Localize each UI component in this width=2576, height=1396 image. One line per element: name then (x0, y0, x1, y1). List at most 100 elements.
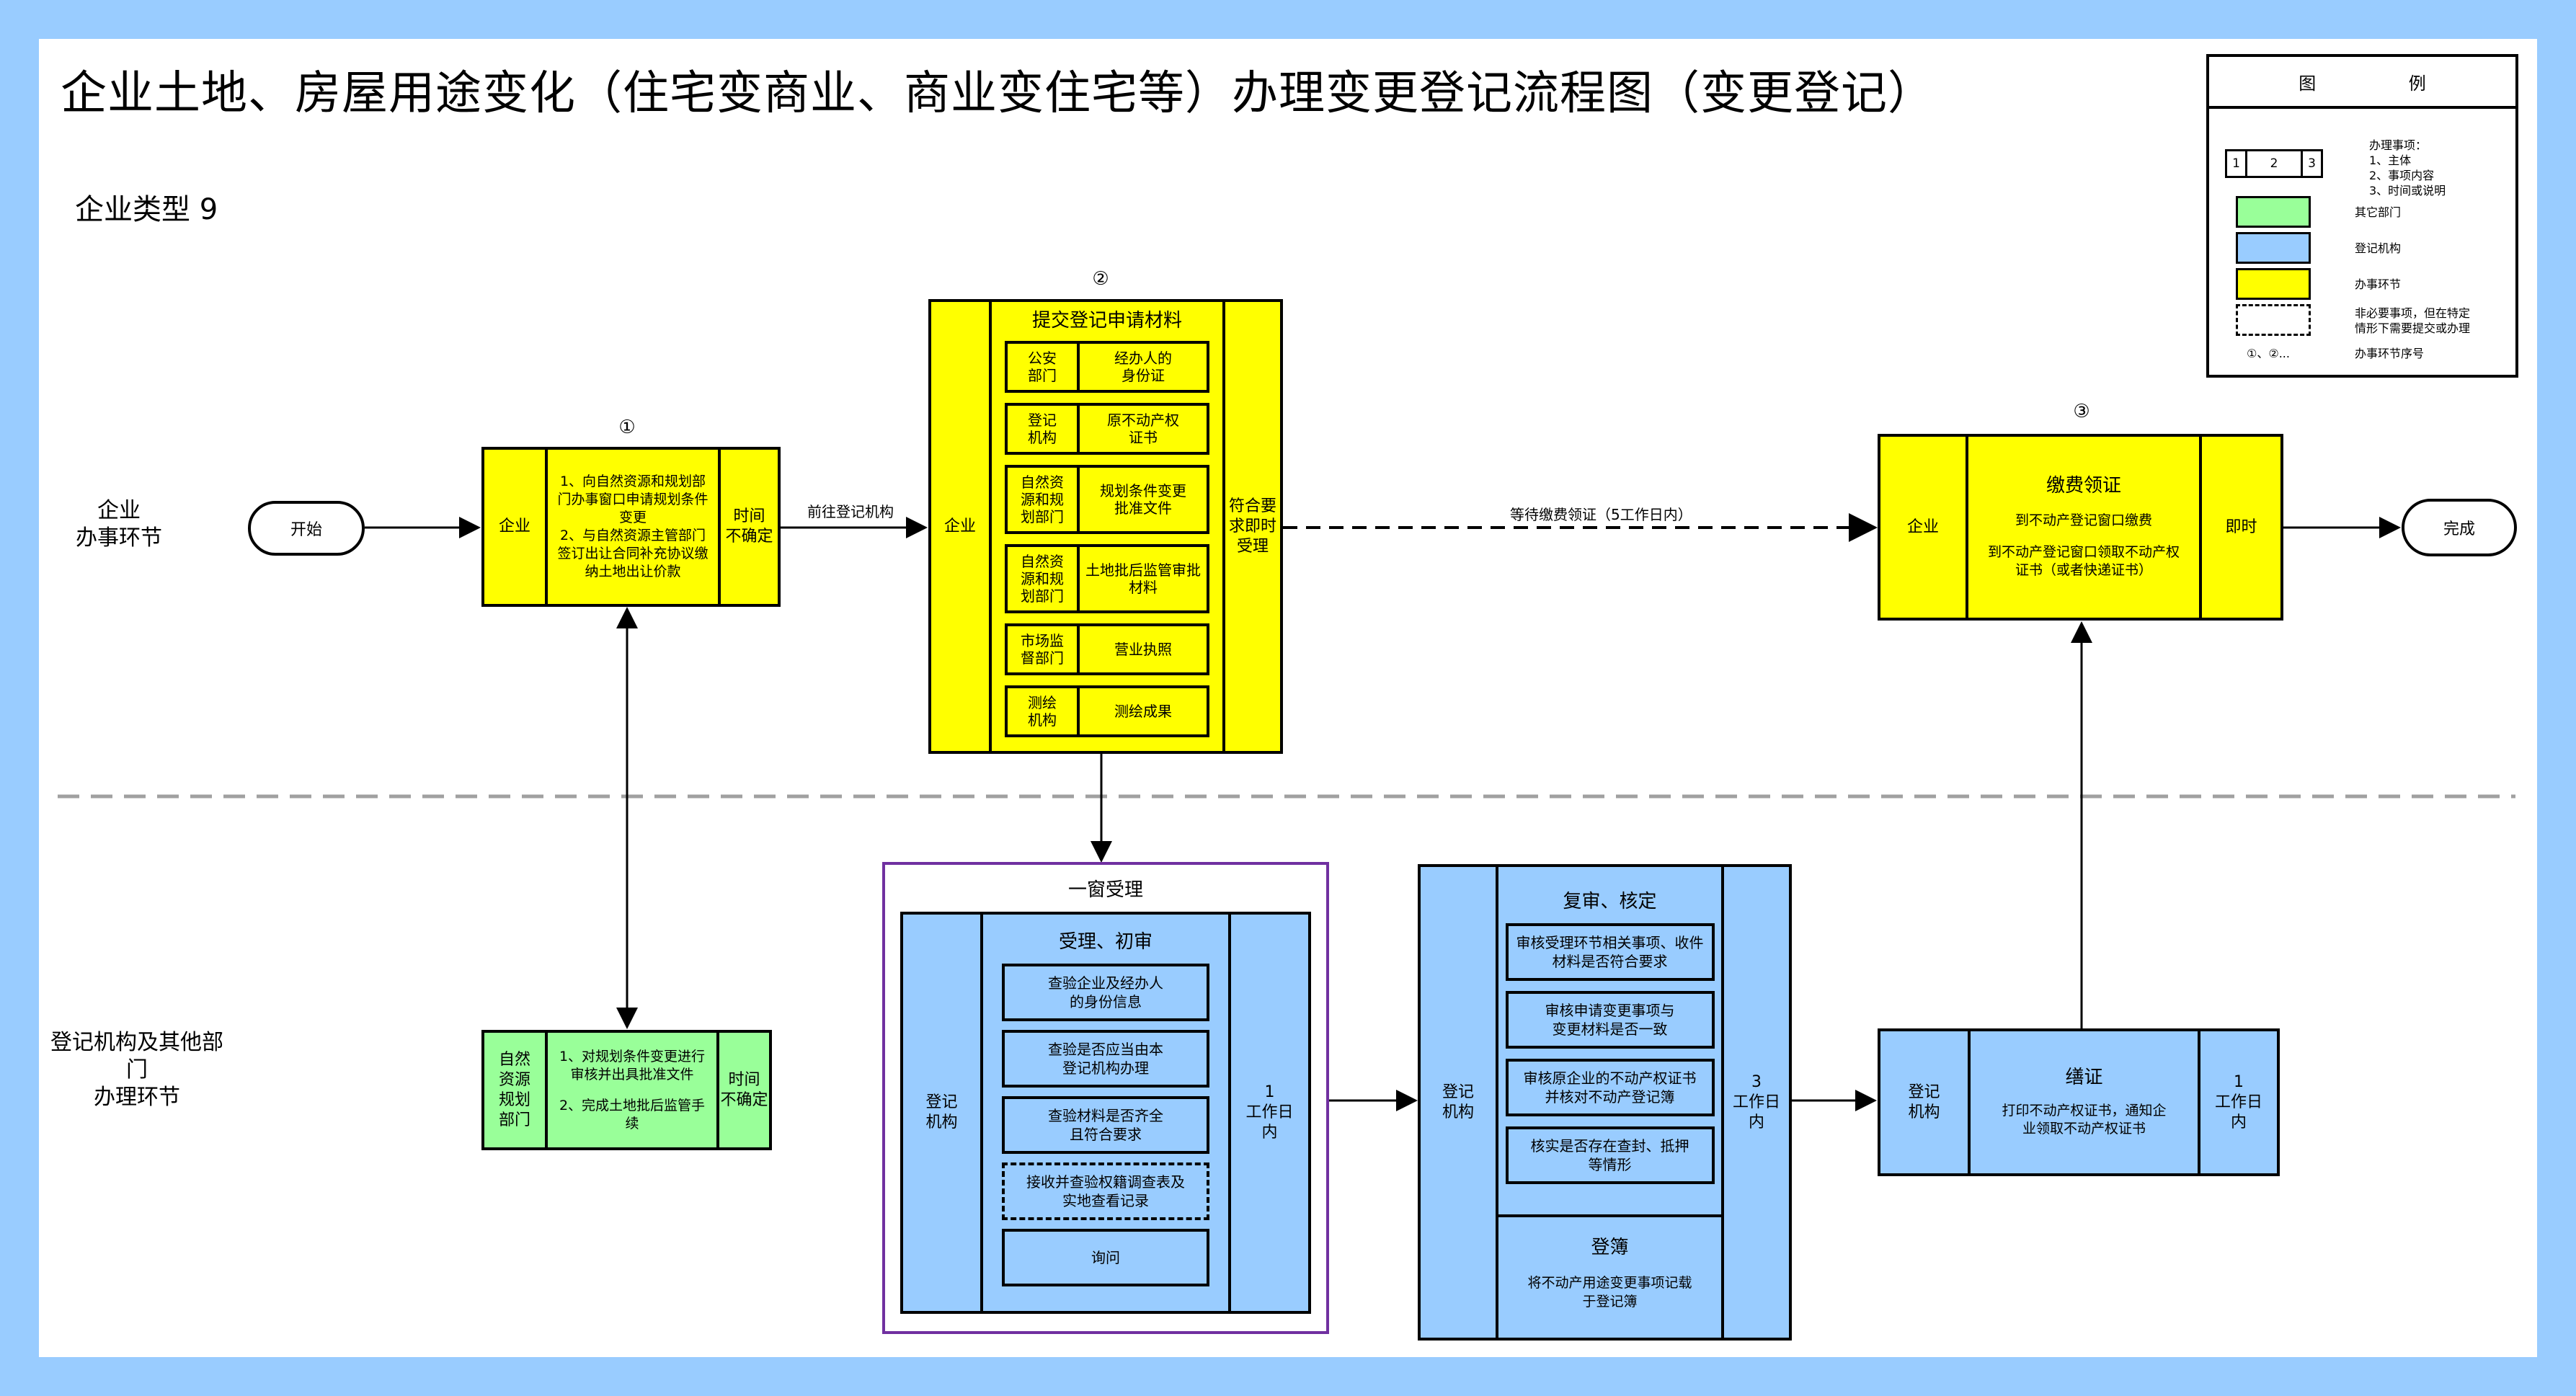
step2-content: 提交登记申请材料 公安 部门经办人的 身份证登记 机构原不动产权 证书自然资 源… (989, 302, 1222, 751)
step3-line-1: 到不动产登记窗口缴费 (2015, 512, 2152, 528)
review-time: 3 工作日 内 (1721, 867, 1789, 1338)
material-source: 登记 机构 (1008, 406, 1080, 452)
step2-box[interactable]: 企业 提交登记申请材料 公安 部门经办人的 身份证登记 机构原不动产权 证书自然… (928, 299, 1283, 754)
certificate-heading: 缮证 (2065, 1066, 2103, 1088)
material-source: 自然资 源和规 划部门 (1008, 468, 1080, 531)
legend-title-left: 图 (2299, 73, 2317, 94)
certificate-time: 1 工作日 内 (2198, 1031, 2277, 1173)
step-number-3: ③ (2073, 401, 2090, 422)
material-row: 测绘 机构 测绘成果 (1005, 685, 1209, 737)
step-number-1: ① (618, 417, 636, 438)
window-heading: 受理、初审 (1058, 931, 1152, 953)
legend-cell-3: 3 (2308, 156, 2316, 171)
legend-numbering-sample: ①、②... (2247, 347, 2290, 360)
record-heading: 登簿 (1591, 1237, 1629, 1258)
lane-label-registry: 登记机构及其他部门 办理环节 (50, 1030, 223, 1110)
review-content: 复审、核定 审核受理环节相关事项、收件材料是否符合要求审核申请变更事项与 变更材… (1496, 867, 1721, 1338)
record-text: 将不动产用途变更事项记载 于登记簿 (1527, 1275, 1692, 1310)
material-item: 测绘成果 (1114, 703, 1172, 720)
certificate-content: 缮证 打印不动产权证书，通知企 业领取不动产权证书 (1968, 1031, 2198, 1173)
material-row: 自然资 源和规 划部门土地批后监管审批 材料 (1005, 544, 1209, 613)
edge-label-wait-fee: 等待缴费领证（5工作日内） (1510, 506, 1692, 523)
window-box[interactable]: 登记 机构 受理、初审 查验企业及经办人 的身份信息查验是否应当由本 登记机构办… (900, 912, 1311, 1314)
legend-label-optional: 非必要事项，但在特定 情形下需要提交或办理 (2355, 306, 2471, 335)
legend-cell-2: 2 (2247, 151, 2303, 176)
step3-box[interactable]: 企业 缴费领证 到不动产登记窗口缴费 到不动产登记窗口领取不动产权证书（或者快递… (1878, 434, 2283, 621)
page-title: 企业土地、房屋用途变化（住宅变商业、商业变住宅等）办理变更登记流程图（变更登记） (61, 67, 1935, 120)
material-row: 市场监 督部门 营业执照 (1005, 623, 1209, 675)
edge-label-to-registry: 前往登记机构 (807, 503, 894, 520)
check-item: 询问 (1002, 1229, 1209, 1286)
step3-line-2: 到不动产登记窗口领取不动产权证书（或者快递证书） (1987, 543, 2180, 578)
step1-time: 时间 不确定 (718, 450, 778, 604)
enterprise-type: 企业类型 9 (75, 193, 218, 226)
start-terminal[interactable]: 开始 (248, 501, 365, 556)
review-heading: 复审、核定 (1563, 891, 1657, 912)
material-source: 测绘 机构 (1008, 688, 1080, 734)
material-item: 规划条件变更 批准文件 (1100, 482, 1186, 517)
check-item: 查验材料是否齐全 且符合要求 (1002, 1096, 1209, 1154)
material-item: 经办人的 身份证 (1114, 350, 1172, 384)
material-source: 市场监 督部门 (1008, 626, 1080, 672)
step3-time: 即时 (2199, 437, 2280, 618)
legend: 图 例 1 2 3 办理事项： 1、主体 2、事项内容 3、时间或说明 其它部门… (2206, 54, 2518, 378)
window-actor: 登记 机构 (925, 1093, 958, 1132)
legend-swatch-enterprise-step (2236, 268, 2311, 300)
certificate-actor: 登记 机构 (1908, 1082, 1940, 1121)
planning-content: 1、对规划条件变更进行审核并出具批准文件 2、完成土地批后监管手续 (545, 1033, 716, 1147)
review-check-item: 审核受理环节相关事项、收件材料是否符合要求 (1505, 923, 1715, 981)
window-time: 1 工作日 内 (1228, 915, 1308, 1311)
window-frame-title: 一窗受理 (1067, 879, 1143, 901)
legend-cell-1: 1 (2227, 151, 2247, 176)
step3-heading: 缴费领证 (2046, 474, 2121, 497)
legend-sample-desc: 办理事项： 1、主体 2、事项内容 3、时间或说明 (2369, 138, 2446, 197)
end-terminal[interactable]: 完成 (2402, 499, 2517, 556)
material-item: 土地批后监管审批 材料 (1085, 561, 1201, 596)
planning-dept-box[interactable]: 自然 资源 规划 部门 1、对规划条件变更进行审核并出具批准文件 2、完成土地批… (481, 1030, 772, 1150)
check-item: 查验企业及经办人 的身份信息 (1002, 964, 1209, 1021)
review-box[interactable]: 登记 机构 复审、核定 审核受理环节相关事项、收件材料是否符合要求审核申请变更事… (1418, 864, 1792, 1341)
record-section: 登簿 将不动产用途变更事项记载 于登记簿 (1498, 1217, 1721, 1338)
certificate-text: 打印不动产权证书，通知企 业领取不动产权证书 (2002, 1102, 2167, 1137)
legend-swatch-registry (2236, 232, 2311, 264)
planning-line-2: 2、完成土地批后监管手续 (559, 1097, 706, 1132)
start-label: 开始 (290, 521, 322, 539)
window-content: 受理、初审 查验企业及经办人 的身份信息查验是否应当由本 登记机构办理查验材料是… (980, 915, 1228, 1311)
step1-content: 1、向自然资源和规划部门办事窗口申请规划条件变更 2、与自然资源主管部门签订出让… (545, 450, 718, 604)
review-check-item: 审核原企业的不动产权证书 并核对不动产登记簿 (1505, 1059, 1715, 1116)
review-check-item: 审核申请变更事项与 变更材料是否一致 (1505, 991, 1715, 1049)
review-actor: 登记 机构 (1442, 1082, 1474, 1121)
planning-actor: 自然 资源 规划 部门 (498, 1050, 530, 1129)
planning-time: 时间 不确定 (716, 1033, 769, 1147)
materials-list: 公安 部门经办人的 身份证登记 机构原不动产权 证书自然资 源和规 划部门规划条… (1005, 341, 1209, 747)
step3-actor: 企业 (1906, 517, 1939, 536)
material-source: 自然资 源和规 划部门 (1008, 547, 1080, 610)
material-source: 公安 部门 (1008, 344, 1080, 390)
material-row: 登记 机构原不动产权 证书 (1005, 403, 1209, 455)
end-label: 完成 (2443, 520, 2475, 538)
legend-title-right: 例 (2408, 73, 2426, 94)
step-number-2: ② (1092, 268, 1109, 290)
step2-time: 符合要 求即时 受理 (1222, 302, 1280, 751)
material-item: 原不动产权 证书 (1107, 412, 1179, 446)
window-check-list: 查验企业及经办人 的身份信息查验是否应当由本 登记机构办理查验材料是否齐全 且符… (1002, 964, 1209, 1295)
material-item: 营业执照 (1114, 641, 1172, 658)
review-check-list: 审核受理环节相关事项、收件材料是否符合要求审核申请变更事项与 变更材料是否一致审… (1505, 923, 1715, 1194)
review-section: 复审、核定 审核受理环节相关事项、收件材料是否符合要求审核申请变更事项与 变更材… (1498, 867, 1721, 1217)
step2-actor: 企业 (943, 517, 976, 535)
review-check-item: 核实是否存在查封、抵押 等情形 (1505, 1126, 1715, 1184)
check-item: 查验是否应当由本 登记机构办理 (1002, 1030, 1209, 1088)
planning-line-1: 1、对规划条件变更进行审核并出具批准文件 (559, 1048, 706, 1082)
legend-label-enterprise-step: 办事环节 (2355, 277, 2402, 291)
step3-content: 缴费领证 到不动产登记窗口缴费 到不动产登记窗口领取不动产权证书（或者快递证书） (1966, 437, 2199, 618)
legend-sample-box: 1 2 3 (2225, 149, 2323, 178)
step1-box[interactable]: 企业 1、向自然资源和规划部门办事窗口申请规划条件变更 2、与自然资源主管部门签… (481, 447, 781, 607)
legend-label-other-dept: 其它部门 (2355, 205, 2402, 219)
legend-label-numbering: 办事环节序号 (2355, 347, 2425, 360)
material-row: 自然资 源和规 划部门规划条件变更 批准文件 (1005, 465, 1209, 534)
lane-label-enterprise: 企业 办事环节 (76, 498, 162, 551)
legend-label-registry: 登记机构 (2355, 241, 2402, 255)
optional-check-item: 接收并查验权籍调查表及 实地查看记录 (1002, 1162, 1209, 1220)
certificate-box[interactable]: 登记 机构 缮证 打印不动产权证书，通知企 业领取不动产权证书 1 工作日 内 (1878, 1028, 2280, 1176)
